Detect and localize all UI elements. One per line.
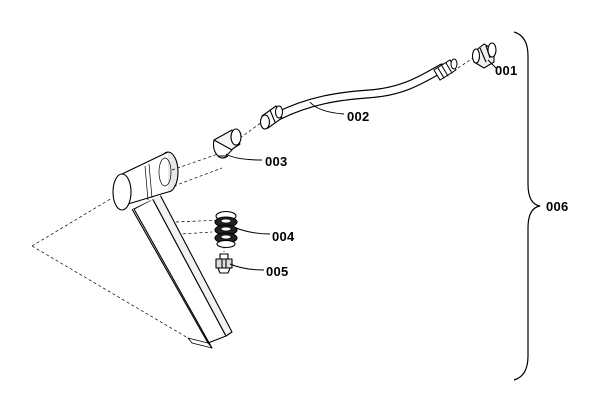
callout-003: 003	[265, 154, 288, 169]
end-fitting	[471, 42, 497, 69]
leader-004	[235, 227, 271, 235]
callout-001: 001	[495, 63, 518, 78]
callout-005: 005	[266, 264, 289, 279]
leader-001	[487, 59, 497, 69]
leader-003	[225, 153, 263, 161]
leader-002	[309, 101, 345, 115]
callout-002: 002	[347, 109, 370, 124]
support-post	[112, 151, 233, 349]
elbow-fitting	[212, 128, 242, 159]
leader-lines	[225, 59, 497, 271]
leader-005	[229, 263, 265, 271]
callout-006: 006	[546, 199, 569, 214]
brace-006	[513, 31, 541, 381]
base-plate	[31, 197, 213, 339]
valve	[215, 253, 233, 274]
spring	[214, 210, 238, 249]
hose	[259, 58, 458, 130]
callout-004: 004	[272, 229, 295, 244]
